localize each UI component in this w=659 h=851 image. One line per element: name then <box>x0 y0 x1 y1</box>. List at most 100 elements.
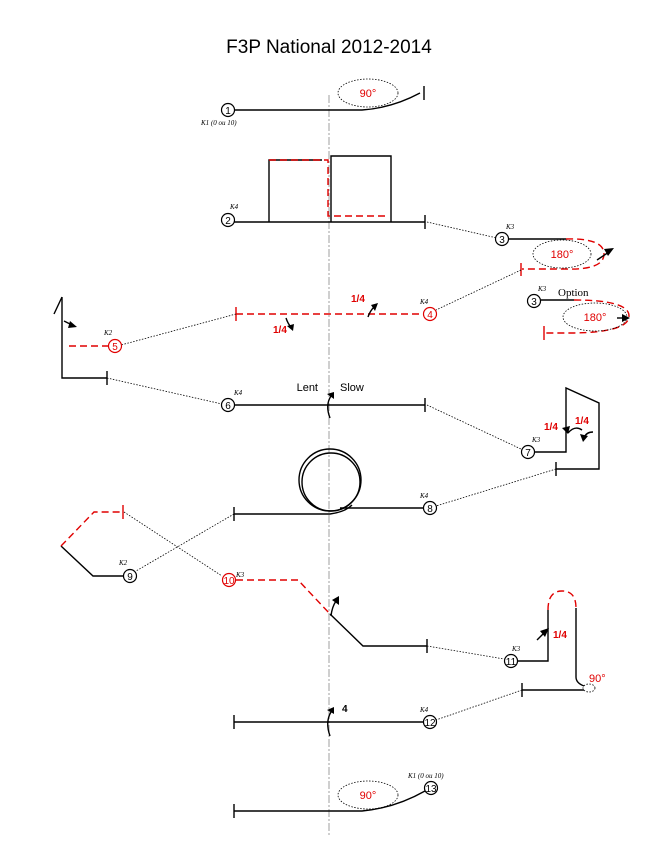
figure-7-quarter-left: 1/4 <box>544 422 558 433</box>
figure-7-number-circle <box>520 444 536 460</box>
figure-8-number: 8 <box>427 504 433 515</box>
figure-10-red-path <box>236 579 331 615</box>
figure-6-slow-label: Slow <box>340 382 364 394</box>
figure-11-quarter: 1/4 <box>553 630 567 641</box>
connector-3-4 <box>435 269 522 311</box>
connector-2-3 <box>426 221 498 239</box>
figure-4-roll-right <box>367 306 375 318</box>
figure-1-k-factor: K1 (0 ou 10) <box>200 119 237 127</box>
figure-8: 8 K4 <box>233 448 438 521</box>
figure-4-roll-right-arrow-icon <box>371 303 378 311</box>
figure-13: 90° 13 K1 (0 ou 10) <box>233 772 444 818</box>
figure-3-number: 3 <box>499 235 505 246</box>
figure-11-ellipse <box>582 683 596 693</box>
figure-2-k-factor: K4 <box>229 203 239 211</box>
figure-7-quarter-right: 1/4 <box>575 416 589 427</box>
figure-11-degree: 90° <box>589 673 606 685</box>
figure-1-ellipse <box>337 78 399 108</box>
figure-3-arrow-icon <box>604 248 614 256</box>
figure-4-k-factor: K4 <box>419 298 429 306</box>
figure-12-roll-count: 4 <box>342 704 348 715</box>
figure-4-quarter-left: 1/4 <box>273 325 287 336</box>
figure-11-up-line <box>517 610 549 662</box>
connector-9-10 <box>123 511 223 577</box>
figure-13-k-factor: K1 (0 ou 10) <box>407 772 444 780</box>
figure-5-top-tick <box>53 296 63 315</box>
figure-3-ellipse <box>532 239 592 269</box>
figure-10-number-circle <box>221 572 237 588</box>
figure-11-red-loop <box>547 590 577 611</box>
figure-12-roll-arrow-icon <box>327 707 334 714</box>
figure-8-loop-inner <box>301 452 361 512</box>
connector-5-6 <box>106 377 223 405</box>
figure-7: 1/4 1/4 7 K3 <box>520 386 600 476</box>
figure-4-number-circle <box>422 306 438 322</box>
figure-7-roll-right-arrow-icon <box>580 434 588 442</box>
figure-5-number: 5 <box>112 342 118 353</box>
figure-2-number: 2 <box>225 216 231 227</box>
figure-3-option-number-circle <box>526 293 542 309</box>
figure-8-entry-line <box>234 504 353 515</box>
figure-10-roll-arrow-icon <box>332 596 339 605</box>
figure-4-roll-left-arrow-icon <box>287 324 294 331</box>
figure-12-number: 12 <box>424 718 436 729</box>
figure-10: 10 K3 <box>221 571 428 653</box>
figure-7-roll-left <box>567 427 583 434</box>
figure-3-option-k-factor: K3 <box>537 285 547 293</box>
page-title: F3P National 2012-2014 <box>226 37 432 58</box>
figure-13-number: 13 <box>425 784 437 795</box>
figure-2-number-circle <box>220 212 236 228</box>
figure-11-number-circle <box>503 653 519 669</box>
figure-1-number-circle <box>220 102 236 118</box>
connector-10-11 <box>426 645 505 660</box>
figure-5: 5 K2 <box>53 296 123 385</box>
figure-11-down-line <box>575 608 585 687</box>
connector-4-5 <box>120 313 237 346</box>
figure-10-k-factor: K3 <box>235 571 245 579</box>
figure-4-number: 4 <box>427 310 433 321</box>
figure-9-k-factor: K2 <box>118 559 128 567</box>
connector-7-8 <box>435 468 557 507</box>
figure-1: 90° 1 K1 (0 ou 10) <box>200 78 425 127</box>
figure-6-number-circle <box>220 397 236 413</box>
figure-6-roll-arrow-icon <box>327 392 334 399</box>
figure-3-option-arrow-icon <box>622 314 630 322</box>
figure-12: 4 12 K4 <box>233 704 438 737</box>
figure-10-roll <box>330 600 337 617</box>
connector-11-12 <box>435 689 523 721</box>
figure-12-k-factor: K4 <box>419 706 429 714</box>
figure-11-number: 11 <box>506 657 517 668</box>
figure-5-arrow-icon <box>68 321 77 328</box>
figure-7-roll-left-arrow-icon <box>562 426 570 434</box>
figure-9-black-path <box>60 545 124 577</box>
figure-13-path <box>234 790 426 812</box>
figure-1-degree: 90° <box>360 88 377 100</box>
figure-3: 180° 3 K3 <box>494 223 614 276</box>
figure-12-roll <box>327 711 332 737</box>
figure-9-number-circle <box>122 568 138 584</box>
figure-6-lent-label: Lent <box>297 382 318 394</box>
figure-11-roll-arrow-icon <box>540 628 549 637</box>
figure-3-option-number: 3 <box>531 297 537 308</box>
figure-2-left-box <box>268 159 322 222</box>
figure-3-number-circle <box>494 231 510 247</box>
figure-11: 90° 1/4 11 K3 <box>503 590 606 697</box>
figure-8-number-circle <box>422 500 438 516</box>
figure-6-roll <box>327 395 332 419</box>
figure-9: 9 K2 <box>60 505 138 584</box>
figure-2: 2 K4 <box>220 155 426 229</box>
figure-5-k-factor: K2 <box>103 329 113 337</box>
figure-3-k-factor: K3 <box>505 223 515 231</box>
figure-6-k-factor: K4 <box>233 389 243 397</box>
figure-10-number: 10 <box>223 576 235 587</box>
figure-3-option-label: Option <box>558 287 589 299</box>
figure-6-number: 6 <box>225 401 231 412</box>
figure-13-number-circle <box>423 780 439 796</box>
figure-1-path <box>234 92 421 111</box>
figure-5-number-circle <box>107 338 123 354</box>
figure-4: 1/4 1/4 4 K4 <box>235 294 438 336</box>
figure-2-red-path <box>269 159 388 217</box>
figure-3-option-degree: 180° <box>584 312 607 324</box>
figure-1-number: 1 <box>225 106 231 117</box>
figure-5-black-path <box>61 297 107 379</box>
